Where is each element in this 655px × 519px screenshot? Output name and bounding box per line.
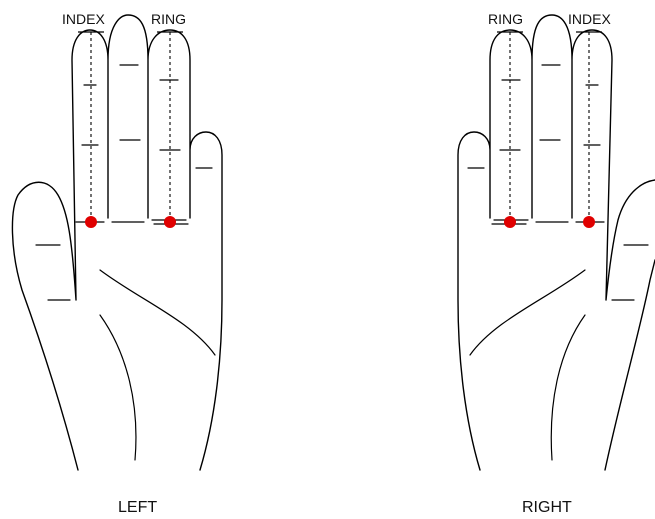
right-index-base-dot [583, 216, 595, 228]
right-ring-label: RING [488, 11, 523, 27]
left-ring-label: RING [151, 11, 186, 27]
right-palm-crease [551, 315, 585, 460]
left-caption: LEFT [118, 499, 157, 516]
right-ring-base-dot [504, 216, 516, 228]
right-hand-outline [458, 15, 655, 470]
left-index-base-dot [85, 216, 97, 228]
right-thumb-crease [470, 270, 585, 355]
left-ring-base-dot [164, 216, 176, 228]
right-index-label: INDEX [568, 11, 611, 27]
right-hand: RING INDEX RIGHT [458, 11, 655, 516]
left-hand-outline [12, 15, 222, 470]
left-hand: INDEX RING LEFT [12, 11, 222, 516]
left-thumb-crease [100, 270, 215, 355]
right-caption: RIGHT [522, 499, 572, 516]
left-palm-crease [100, 315, 136, 460]
left-index-label: INDEX [62, 11, 105, 27]
